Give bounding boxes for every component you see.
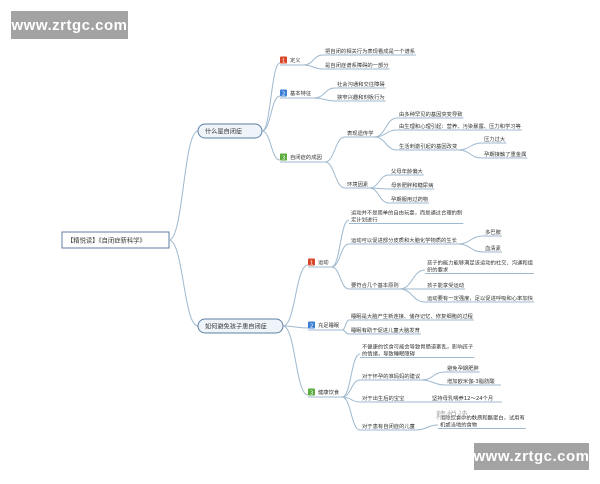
- leaf-label: 是自闭症谱系障碍的一部分: [325, 61, 389, 69]
- leaf-label: 血清素: [485, 244, 502, 252]
- connector-line: [303, 54, 324, 66]
- leaf-label: 孩子的能力能够满足该运动的社交、沟通和组织的要求: [427, 258, 534, 273]
- connector-line: [457, 235, 484, 245]
- leaf-label: 母亲肥胖和糖尿病: [391, 181, 434, 189]
- connector-line: [261, 130, 281, 161]
- connector-line: [374, 117, 398, 138]
- connector-line: [421, 379, 446, 386]
- connector-line: [168, 239, 199, 327]
- connector-line: [458, 142, 483, 151]
- topic-number: 1: [282, 58, 286, 64]
- leaf-label: 把自闭的相关行为表现看成是一个谱系: [325, 47, 415, 55]
- faint-overlay-text: 精悦读: [436, 411, 469, 422]
- topic-number-badge: [280, 56, 287, 64]
- leaf-label: 运动要有一定强度，足以促进呼吸和心率加快: [427, 294, 534, 302]
- connector-line: [331, 219, 350, 268]
- topic-number-badge: [280, 153, 287, 161]
- connector-line: [342, 329, 350, 335]
- connector-line: [331, 243, 350, 268]
- connector-line: [342, 396, 361, 431]
- connector-line: [282, 264, 309, 327]
- topic-label: 充足睡眠: [318, 321, 340, 329]
- leaf-label: 不健康的饮食可能会导致胃肠道紊乱，影响孩子的情绪，导致睡眠障碍: [362, 342, 474, 357]
- leaf-label: 孕期接触了重金属: [484, 150, 526, 158]
- leaf-label: 孩子能享受运动: [427, 281, 464, 289]
- connector-line: [415, 424, 439, 431]
- root-label: 【精悦读】《自闭症新科学》: [67, 236, 146, 245]
- topic-label: 定义: [290, 56, 301, 64]
- leaf-label: 运动可以促进部分皮质和大脑化学物质的生长: [351, 236, 458, 244]
- leaf-label: 消除饮食中的麸质和酪蛋白，试用有机或当地的食物: [440, 413, 525, 428]
- watermark-bottom: www.zrtgc.com: [474, 443, 589, 470]
- topic-number-badge: [308, 388, 315, 396]
- connector-line: [369, 187, 390, 204]
- connector-line: [399, 269, 426, 290]
- leaf-label: 表现遗传学: [347, 129, 374, 137]
- topic-label: 运动: [318, 258, 329, 266]
- watermark-top: www.zrtgc.com: [11, 11, 128, 39]
- leaf-label: 多巴胺: [485, 228, 502, 236]
- connector-line: [342, 379, 361, 398]
- connector-line: [261, 95, 281, 132]
- connector-line: [374, 136, 398, 151]
- leaf-label: 压力过大: [484, 135, 506, 143]
- topic-number: 3: [282, 155, 286, 161]
- leaf-label: 睡眠是大脑产生新连接、储存记忆、修复细胞的过程: [351, 312, 474, 320]
- connector-line: [314, 87, 336, 99]
- leaf-label: 生活刺激引起的基因改变: [399, 142, 458, 150]
- connector-line: [282, 325, 309, 329]
- connector-line: [341, 353, 361, 398]
- topic-number-badge: [308, 258, 315, 266]
- connector-line: [282, 325, 309, 396]
- connector-line: [331, 266, 350, 290]
- connector-line: [168, 130, 199, 241]
- connector-line: [324, 161, 346, 189]
- connector-line: [369, 174, 390, 189]
- connector-line: [314, 97, 336, 102]
- leaf-label: 增加欧米伽-3脂肪酸: [447, 377, 495, 385]
- leaf-label: 对于患有自闭症的儿童: [362, 422, 416, 430]
- connector-line: [303, 64, 324, 70]
- leaf-label: 社会沟通和交往障碍: [337, 80, 385, 88]
- branch-label: 什么是自闭症: [205, 128, 242, 136]
- topic-label: 健康饮食: [318, 388, 340, 396]
- leaf-label: 避免孕期肥胖: [447, 364, 479, 372]
- topic-number: 3: [310, 390, 314, 396]
- leaf-label: 要符合几个基本原则: [351, 281, 399, 289]
- connector-line: [457, 243, 484, 253]
- leaf-label: 狭窄兴趣和刻板行为: [337, 93, 385, 101]
- leaf-label: 父母年龄偏大: [391, 167, 423, 175]
- connector-line: [324, 136, 346, 163]
- leaf-label: 对于怀孕的准妈妈的建议: [362, 372, 421, 380]
- connector-line: [421, 371, 446, 381]
- leaf-label: 运动并不是简单的自由玩耍，而是通过合理的制定计划进行: [351, 208, 462, 223]
- connector-line: [458, 149, 483, 159]
- topic-label: 基本特征: [290, 89, 312, 97]
- leaf-label: 坚持母乳喂养12～24个月: [432, 394, 493, 402]
- connector-line: [399, 288, 426, 303]
- topic-label: 自闭症的成因: [290, 153, 322, 161]
- branch-label: 如何避免孩子患自闭症: [205, 323, 267, 331]
- topic-number: 2: [282, 91, 286, 97]
- leaf-label: 对于出生后的宝宝: [362, 394, 404, 402]
- leaf-label: 孕期服用过药物: [391, 195, 429, 203]
- connector-line: [342, 319, 350, 331]
- leaf-label: 环境因素: [347, 180, 369, 188]
- leaf-label: 睡眠有助于促进儿童大脑发育: [351, 326, 420, 334]
- topic-number: 2: [310, 323, 314, 329]
- leaf-label: 由生理和心理引起：营养、污染暴露、压力和学习等: [399, 122, 522, 130]
- topic-number-badge: [308, 321, 315, 329]
- topic-number: 1: [310, 260, 314, 266]
- topic-number-badge: [280, 89, 287, 97]
- connector-line: [261, 62, 281, 132]
- leaf-label: 由多种罕见的基因突变导致: [399, 110, 463, 118]
